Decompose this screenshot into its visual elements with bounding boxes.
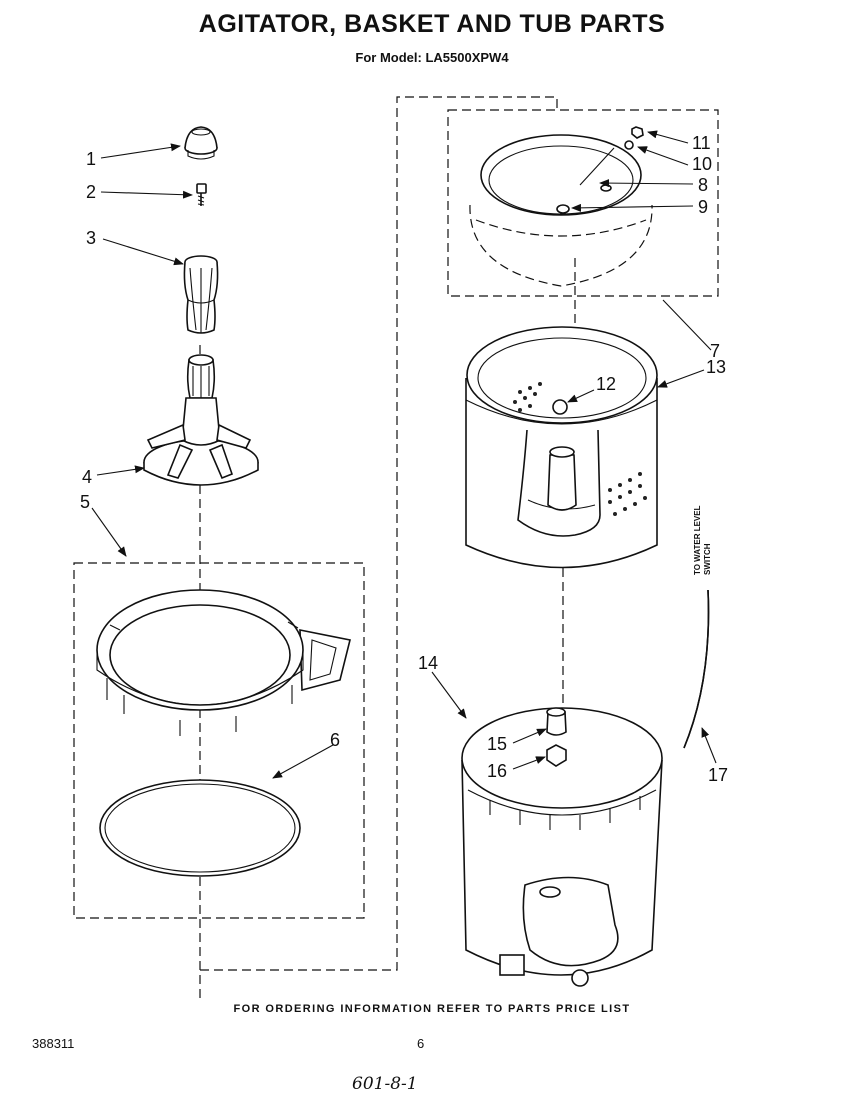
callout-11: 11 bbox=[692, 133, 711, 153]
tub-bearing-and-nut bbox=[546, 707, 567, 767]
callout-2: 2 bbox=[86, 182, 96, 202]
balance-ring bbox=[469, 134, 653, 287]
callout-16: 16 bbox=[487, 761, 507, 781]
balance-ring-box bbox=[447, 109, 719, 297]
callout-numbers: 1 2 3 4 5 6 7 8 9 10 11 12 13 14 15 16 1… bbox=[80, 133, 728, 785]
callout-15: 15 bbox=[487, 734, 507, 754]
callout-5: 5 bbox=[80, 492, 90, 512]
washer-and-nut bbox=[624, 126, 644, 150]
ordering-note: FOR ORDERING INFORMATION REFER TO PARTS … bbox=[233, 1003, 631, 1015]
seal-ring bbox=[99, 779, 301, 877]
agitator-base bbox=[143, 354, 259, 486]
water-level-label-line1: TO WATER LEVEL bbox=[693, 505, 702, 575]
callout-13: 13 bbox=[706, 357, 726, 377]
callout-3: 3 bbox=[86, 228, 96, 248]
water-level-hose bbox=[683, 589, 710, 749]
water-level-label: TO WATER LEVEL SWITCH bbox=[693, 505, 712, 575]
tub-ring bbox=[96, 589, 351, 736]
model-label: For Model: LA5500XPW4 bbox=[355, 50, 509, 65]
handwritten-note: 601-8-1 bbox=[352, 1074, 418, 1094]
callout-14: 14 bbox=[418, 653, 438, 673]
agitator-barrel bbox=[183, 255, 219, 334]
callout-4: 4 bbox=[82, 467, 92, 487]
wash-basket bbox=[465, 326, 658, 569]
water-level-label-line2: SWITCH bbox=[703, 543, 712, 575]
callout-12: 12 bbox=[596, 374, 616, 394]
callout-leaders bbox=[91, 130, 717, 779]
callout-9: 9 bbox=[698, 197, 708, 217]
callout-8: 8 bbox=[698, 175, 708, 195]
callout-17: 17 bbox=[708, 765, 728, 785]
agitator-screw bbox=[196, 183, 207, 206]
document-number: 388311 bbox=[32, 1036, 75, 1051]
callout-1: 1 bbox=[86, 149, 96, 169]
page-number: 6 bbox=[417, 1036, 425, 1051]
callout-6: 6 bbox=[330, 730, 340, 750]
callout-7: 7 bbox=[710, 341, 720, 361]
page-title: AGITATOR, BASKET AND TUB PARTS bbox=[198, 10, 666, 38]
seal-kit-box bbox=[73, 562, 365, 919]
callout-10: 10 bbox=[692, 154, 712, 174]
agitator-cap bbox=[184, 126, 218, 160]
